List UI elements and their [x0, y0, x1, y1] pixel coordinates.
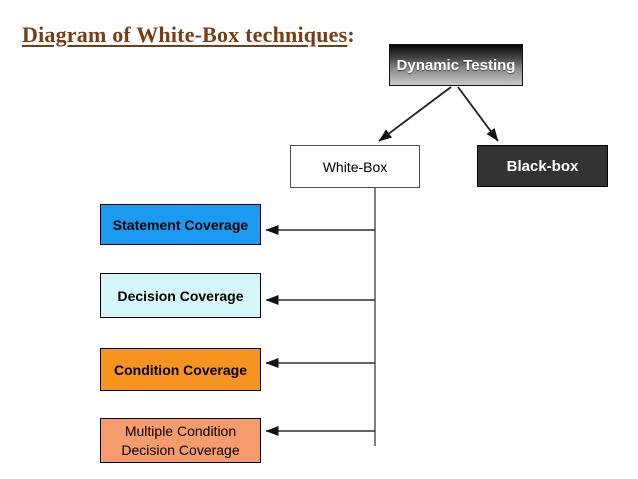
node-white-box-label: White-Box — [322, 158, 388, 175]
connector-dynamic-to-blackbox — [457, 86, 499, 142]
node-black-box-label: Black-box — [506, 157, 579, 175]
page-title-colon: : — [347, 22, 355, 47]
page-title: Diagram of White-Box techniques: — [22, 22, 355, 48]
node-multiple-condition-decision-coverage: Multiple Condition Decision Coverage — [100, 418, 261, 463]
connector-dynamic-to-whitebox — [378, 86, 452, 142]
page-title-text: Diagram of White-Box techniques — [22, 22, 348, 47]
node-black-box: Black-box — [477, 145, 608, 187]
node-dynamic-testing-label: Dynamic Testing — [396, 56, 516, 74]
node-dynamic-testing: Dynamic Testing — [389, 44, 523, 86]
node-condition-coverage: Condition Coverage — [100, 348, 261, 391]
node-statement-coverage: Statement Coverage — [100, 204, 261, 245]
node-condition-coverage-label: Condition Coverage — [113, 361, 247, 378]
node-white-box: White-Box — [290, 145, 420, 188]
node-statement-coverage-label: Statement Coverage — [112, 216, 249, 233]
node-decision-coverage: Decision Coverage — [100, 273, 261, 318]
node-decision-coverage-label: Decision Coverage — [117, 287, 244, 304]
node-multiple-condition-decision-coverage-label: Multiple Condition Decision Coverage — [121, 423, 240, 458]
